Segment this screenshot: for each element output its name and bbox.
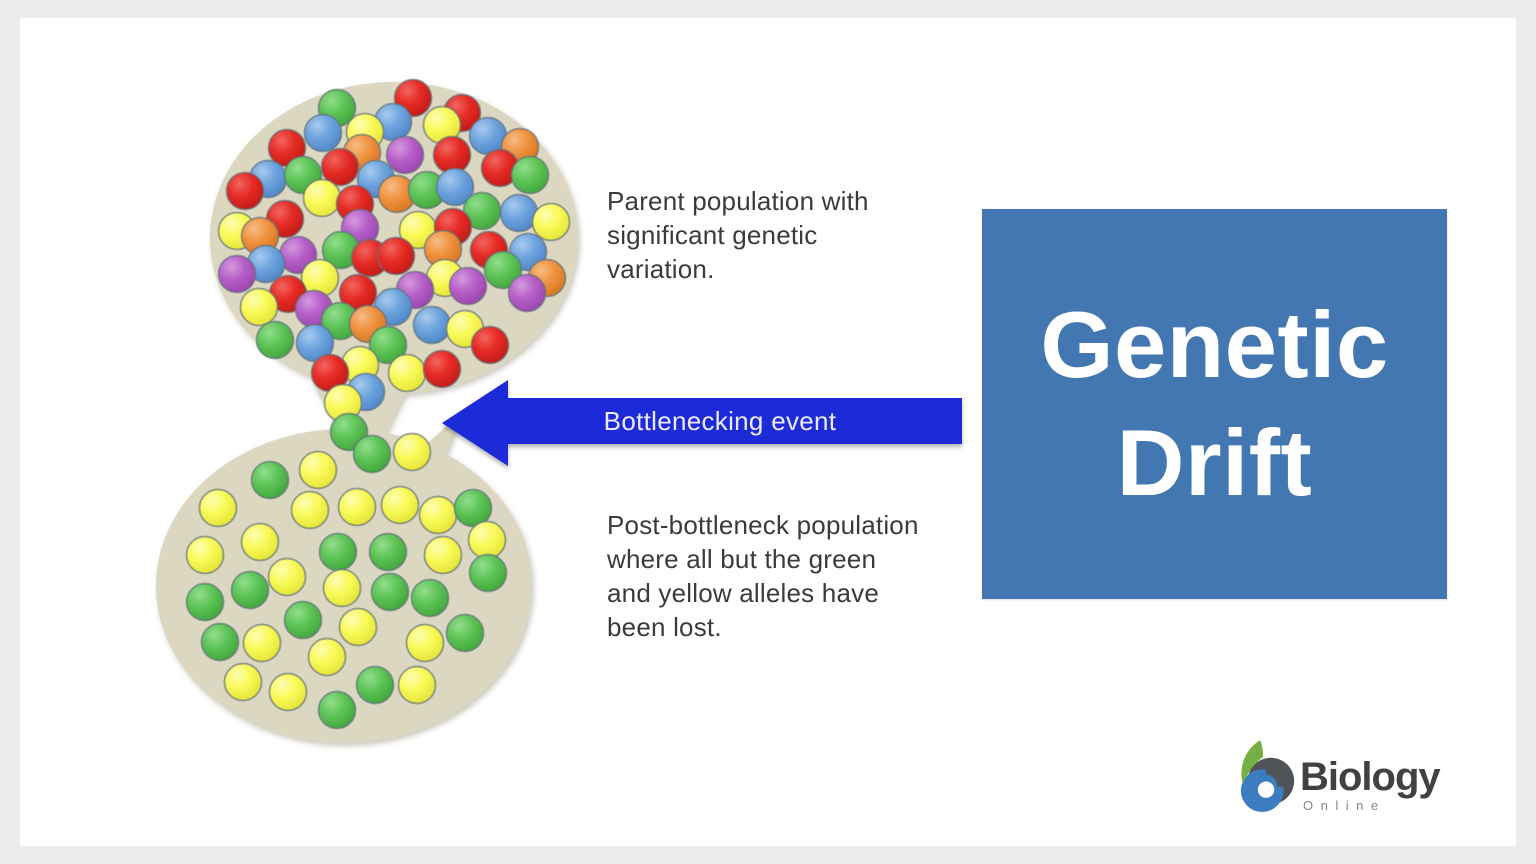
allele-dot-green bbox=[318, 532, 358, 572]
allele-dot-yellow bbox=[380, 485, 420, 525]
allele-dot-blue bbox=[303, 113, 343, 153]
allele-dot-yellow bbox=[239, 287, 279, 327]
allele-dot-green bbox=[230, 570, 270, 610]
allele-dot-yellow bbox=[423, 535, 463, 575]
allele-dot-red bbox=[470, 325, 510, 365]
allele-dot-green bbox=[200, 622, 240, 662]
allele-dot-yellow bbox=[405, 623, 445, 663]
bottleneck-arrow bbox=[442, 380, 962, 466]
allele-dot-green bbox=[410, 578, 450, 618]
allele-dot-green bbox=[255, 320, 295, 360]
allele-dot-green bbox=[250, 460, 290, 500]
allele-dot-yellow bbox=[418, 495, 458, 535]
allele-dot-yellow bbox=[198, 488, 238, 528]
biology-online-logo: Biology Online bbox=[1236, 740, 1466, 825]
allele-dot-green bbox=[283, 600, 323, 640]
logo-name-text: Biology bbox=[1300, 755, 1441, 799]
allele-dot-green bbox=[352, 434, 392, 474]
allele-dot-red bbox=[422, 349, 462, 389]
bottleneck-arrow-label: Bottlenecking event bbox=[603, 405, 837, 436]
biology-online-logo-icon bbox=[1240, 740, 1295, 812]
allele-dot-yellow bbox=[307, 637, 347, 677]
logo-leaf-icon bbox=[1241, 740, 1264, 784]
allele-dot-yellow bbox=[242, 623, 282, 663]
post-population-caption: Post-bottleneck population where all but… bbox=[607, 510, 919, 642]
population-dots bbox=[185, 78, 571, 730]
allele-dot-green bbox=[510, 155, 550, 195]
allele-dot-yellow bbox=[392, 432, 432, 472]
allele-dot-red bbox=[225, 171, 265, 211]
allele-dot-purple bbox=[448, 266, 488, 306]
allele-dot-green bbox=[468, 553, 508, 593]
allele-dot-green bbox=[445, 613, 485, 653]
allele-dot-yellow bbox=[298, 450, 338, 490]
allele-dot-yellow bbox=[338, 607, 378, 647]
allele-dot-red bbox=[320, 147, 360, 187]
allele-dot-purple bbox=[217, 254, 257, 294]
allele-dot-yellow bbox=[290, 490, 330, 530]
allele-dot-yellow bbox=[531, 202, 571, 242]
allele-dot-blue bbox=[435, 167, 475, 207]
allele-dot-green bbox=[185, 582, 225, 622]
allele-dot-green bbox=[483, 250, 523, 290]
allele-dot-yellow bbox=[337, 487, 377, 527]
allele-dot-purple bbox=[507, 273, 547, 313]
allele-dot-green bbox=[370, 572, 410, 612]
parent-population-caption: Parent population with significant genet… bbox=[607, 186, 869, 284]
allele-dot-green bbox=[368, 532, 408, 572]
allele-dot-purple bbox=[385, 135, 425, 175]
logo-hole bbox=[1257, 781, 1275, 798]
allele-dot-red bbox=[376, 236, 416, 276]
allele-dot-yellow bbox=[240, 522, 280, 562]
allele-dot-yellow bbox=[387, 353, 427, 393]
allele-dot-yellow bbox=[302, 178, 342, 218]
allele-dot-blue bbox=[412, 305, 452, 345]
allele-dot-green bbox=[317, 690, 357, 730]
page-title: Genetic Drift bbox=[1040, 292, 1389, 515]
logo-swirl-arc bbox=[1265, 765, 1286, 788]
logo-subtitle-text: Online bbox=[1303, 798, 1386, 813]
allele-dot-yellow bbox=[467, 520, 507, 560]
allele-dot-yellow bbox=[223, 662, 263, 702]
allele-dot-yellow bbox=[397, 665, 437, 705]
allele-dot-yellow bbox=[267, 557, 307, 597]
allele-dot-yellow bbox=[268, 672, 308, 712]
title-box: Genetic Drift bbox=[982, 209, 1447, 599]
allele-dot-yellow bbox=[185, 535, 225, 575]
allele-dot-green bbox=[368, 325, 408, 365]
allele-dot-yellow bbox=[322, 568, 362, 608]
allele-dot-green bbox=[355, 665, 395, 705]
